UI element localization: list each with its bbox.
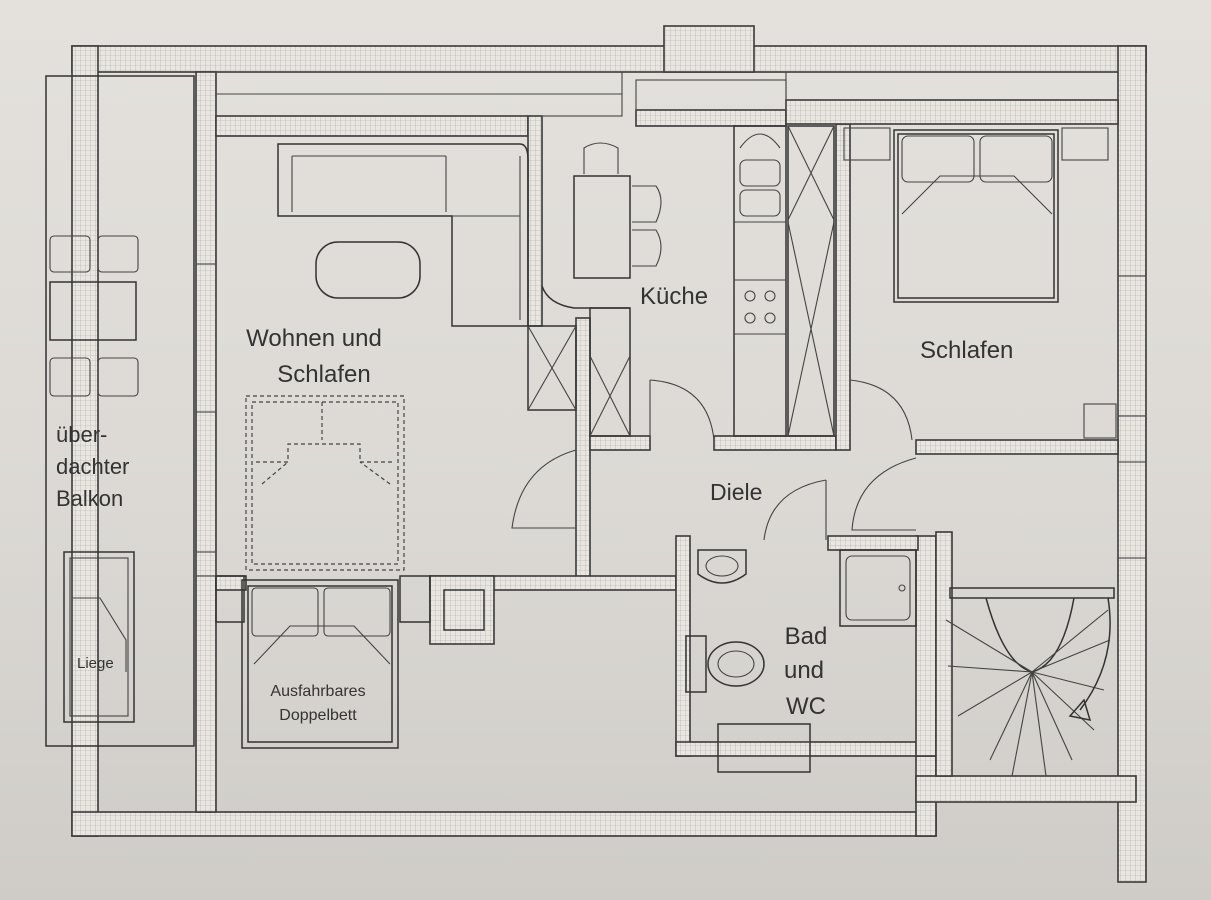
bath-label-line3: WC xyxy=(786,693,826,720)
balcony-area xyxy=(45,75,195,747)
living-label-line2: Schlafen xyxy=(277,361,370,388)
bath-label-line1: Bad xyxy=(785,623,828,650)
bath-fixtures xyxy=(685,549,917,773)
labels: über- dachter Balkon Wohnen und Schlafen… xyxy=(56,283,1013,724)
kitchen-label: Küche xyxy=(640,283,708,310)
walls xyxy=(71,25,1147,883)
living-furniture xyxy=(215,143,529,749)
pullout-bed-label-line2: Doppelbett xyxy=(279,707,357,724)
balcony-label-line1: über- xyxy=(56,422,107,447)
bath-label-line2: und xyxy=(784,657,824,684)
balcony-label-line2: dachter xyxy=(56,454,129,479)
bedroom-furniture xyxy=(843,127,1117,439)
hall-label: Diele xyxy=(710,479,762,505)
bedroom-label: Schlafen xyxy=(920,337,1013,364)
kitchen-furniture xyxy=(527,125,835,437)
balcony-label-line3: Balkon xyxy=(56,486,123,511)
pullout-bed-label-line1: Ausfahrbares xyxy=(270,683,365,700)
windows xyxy=(195,71,1147,577)
spiral-stairs xyxy=(945,587,1115,777)
lounger-label: Liege xyxy=(77,655,114,672)
doors xyxy=(511,379,917,541)
living-label-line1: Wohnen und xyxy=(246,325,382,352)
